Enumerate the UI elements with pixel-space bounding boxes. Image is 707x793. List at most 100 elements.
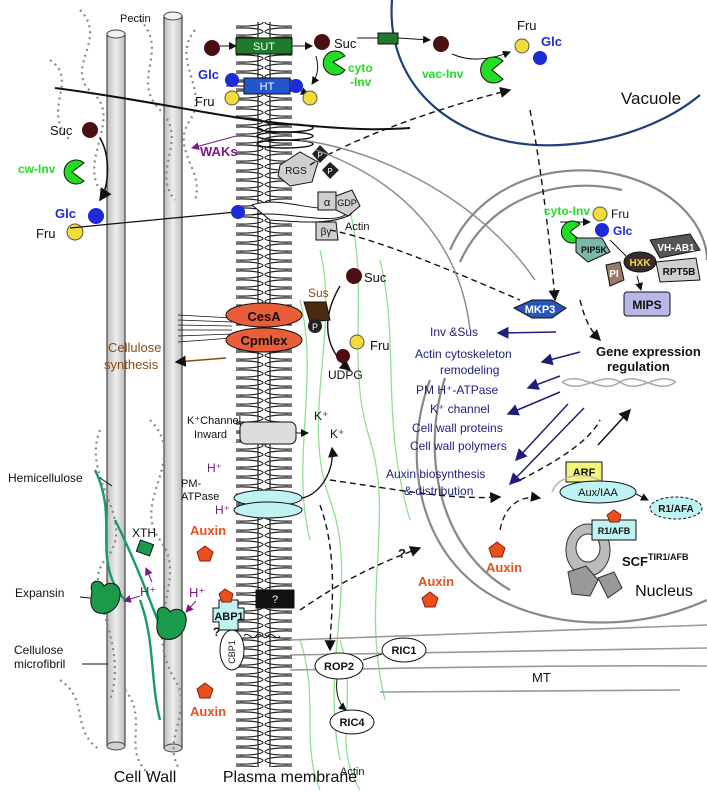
vacuole-membrane — [390, 0, 701, 147]
suc-label: Suc — [364, 270, 387, 285]
r1-afa-label: R1/AFA — [658, 504, 694, 515]
glucose-dot — [533, 51, 547, 65]
r1-afb-label: R1/AFB — [598, 526, 631, 536]
xth-shape — [135, 539, 155, 557]
p-label: P — [317, 151, 322, 160]
h-plus-label: H⁺ — [189, 585, 205, 600]
sucrose-dot — [346, 268, 362, 284]
target-list: Inv &Sus Actin cytoskeleton remodeling P… — [386, 325, 512, 498]
target-item: PM H⁺-ATPase — [416, 383, 498, 397]
glc-label: Glc — [198, 67, 219, 82]
cyto-inv-nuclear-label: cyto-Inv — [544, 204, 590, 218]
vac-inv-label: vac-Inv — [422, 67, 464, 81]
actin-filaments — [299, 209, 411, 791]
auxin-label: Auxin — [190, 523, 226, 538]
aux-iaa-shape — [559, 480, 637, 504]
cpmlex-label: Cpmlex — [241, 333, 289, 348]
fructose-dot — [349, 334, 365, 350]
pm-atpase-label-2: ATPase — [181, 491, 219, 503]
target-item: K⁺ channel — [430, 402, 490, 416]
sucrose-dot — [314, 34, 330, 50]
sucrose-dot — [433, 36, 449, 52]
target-item: Inv &Sus — [430, 325, 478, 339]
suc-label: Suc — [334, 36, 357, 51]
auxin-label: Auxin — [190, 704, 226, 719]
beta-gamma-label: βγ — [321, 227, 332, 238]
signaling-dashed-arrows — [299, 86, 601, 652]
ric1-label: RIC1 — [391, 645, 416, 657]
pectin-strands — [49, 9, 198, 776]
sus-label: Sus — [308, 286, 329, 300]
unknown-receptor — [255, 589, 295, 609]
target-item: Cell wall proteins — [412, 421, 503, 435]
sucrose-dot — [82, 122, 98, 138]
dna-helix — [561, 378, 677, 388]
nucleus-envelope — [415, 169, 707, 624]
pi-shape — [605, 261, 625, 287]
glucose-dot — [88, 208, 104, 224]
actin-label-bottom: Actin — [340, 766, 364, 778]
auxin-label: Auxin — [486, 560, 522, 575]
ht-transporter: HT — [243, 77, 291, 95]
cesa-label: CesA — [247, 309, 281, 324]
h-plus-label: H⁺ — [215, 503, 230, 517]
waks-label: WAKs — [200, 144, 238, 159]
mips-box — [623, 291, 671, 317]
cell-wall-label: Cell Wall — [114, 769, 177, 786]
scf-complex: R1/AFB — [565, 509, 637, 599]
udpg-dot — [336, 349, 350, 363]
pectin-label: Pectin — [120, 13, 151, 25]
unknown-label: ? — [272, 594, 278, 606]
nucleus-label: Nucleus — [635, 583, 693, 600]
cellulose-synthesis-label-2: synthesis — [104, 357, 159, 372]
gene-expression-label: Gene expression — [596, 344, 701, 359]
glc-label: Glc — [55, 206, 76, 221]
vh-ab1-shape — [649, 233, 701, 259]
expansin-label: Expansin — [15, 586, 64, 600]
p-label: P — [312, 322, 318, 332]
alpha-label: α — [324, 197, 331, 209]
cyto-inv-pacman — [322, 50, 346, 76]
k-channel — [239, 421, 309, 445]
vacuole-label: Vacuole — [621, 89, 681, 108]
p-label: P — [327, 167, 332, 176]
fru-label: Fru — [611, 207, 629, 221]
question-label: ? — [213, 625, 220, 639]
fructose-dot — [592, 206, 608, 222]
abp1-label: ABP1 — [214, 611, 243, 623]
udpg-label: UDPG — [328, 368, 363, 382]
cellulose-synthesis-label: Cellulose — [108, 340, 161, 355]
pi-label: PI — [609, 269, 619, 280]
membrane-outline — [257, 22, 271, 767]
glucose-dot — [289, 79, 303, 93]
auxin-pentagon — [488, 541, 506, 558]
target-item: remodeling — [440, 363, 499, 377]
waks-receptor — [256, 123, 314, 149]
target-item: Auxin biosynthesis — [386, 467, 485, 481]
sut-label: SUT — [253, 41, 275, 53]
fru-label: Fru — [517, 18, 537, 33]
scf-label: SCFTIR1/AFB — [622, 552, 689, 569]
h-plus-label: H⁺ — [207, 461, 222, 475]
glc-label: Glc — [613, 224, 633, 238]
regulation-arrows — [496, 326, 632, 486]
gdp-label: GDP — [337, 198, 357, 208]
k-channel-label-2: Inward — [194, 429, 227, 441]
hxk-label: HXK — [629, 258, 651, 269]
sut-transporter: SUT — [235, 37, 293, 55]
rop2-label: ROP2 — [324, 661, 354, 673]
abp1-complex: ABP1 CBP1 — [212, 588, 281, 671]
cyto-inv-label: cyto — [348, 61, 373, 75]
glc-label: Glc — [541, 34, 562, 49]
ric4-label: RIC4 — [339, 717, 365, 729]
fru-label: Fru — [195, 94, 215, 109]
r1-afa-shape — [649, 496, 703, 520]
vacuolar-transporter — [377, 32, 399, 45]
vh-ab1-label: VH-AB1 — [657, 243, 695, 254]
auxin-pentagon — [196, 682, 214, 699]
h-plus-label: H⁺ — [140, 584, 156, 599]
xth-label: XTH — [132, 526, 156, 540]
cyto-inv-label-2: -Inv — [350, 75, 372, 89]
expansin-shapes — [90, 580, 187, 640]
